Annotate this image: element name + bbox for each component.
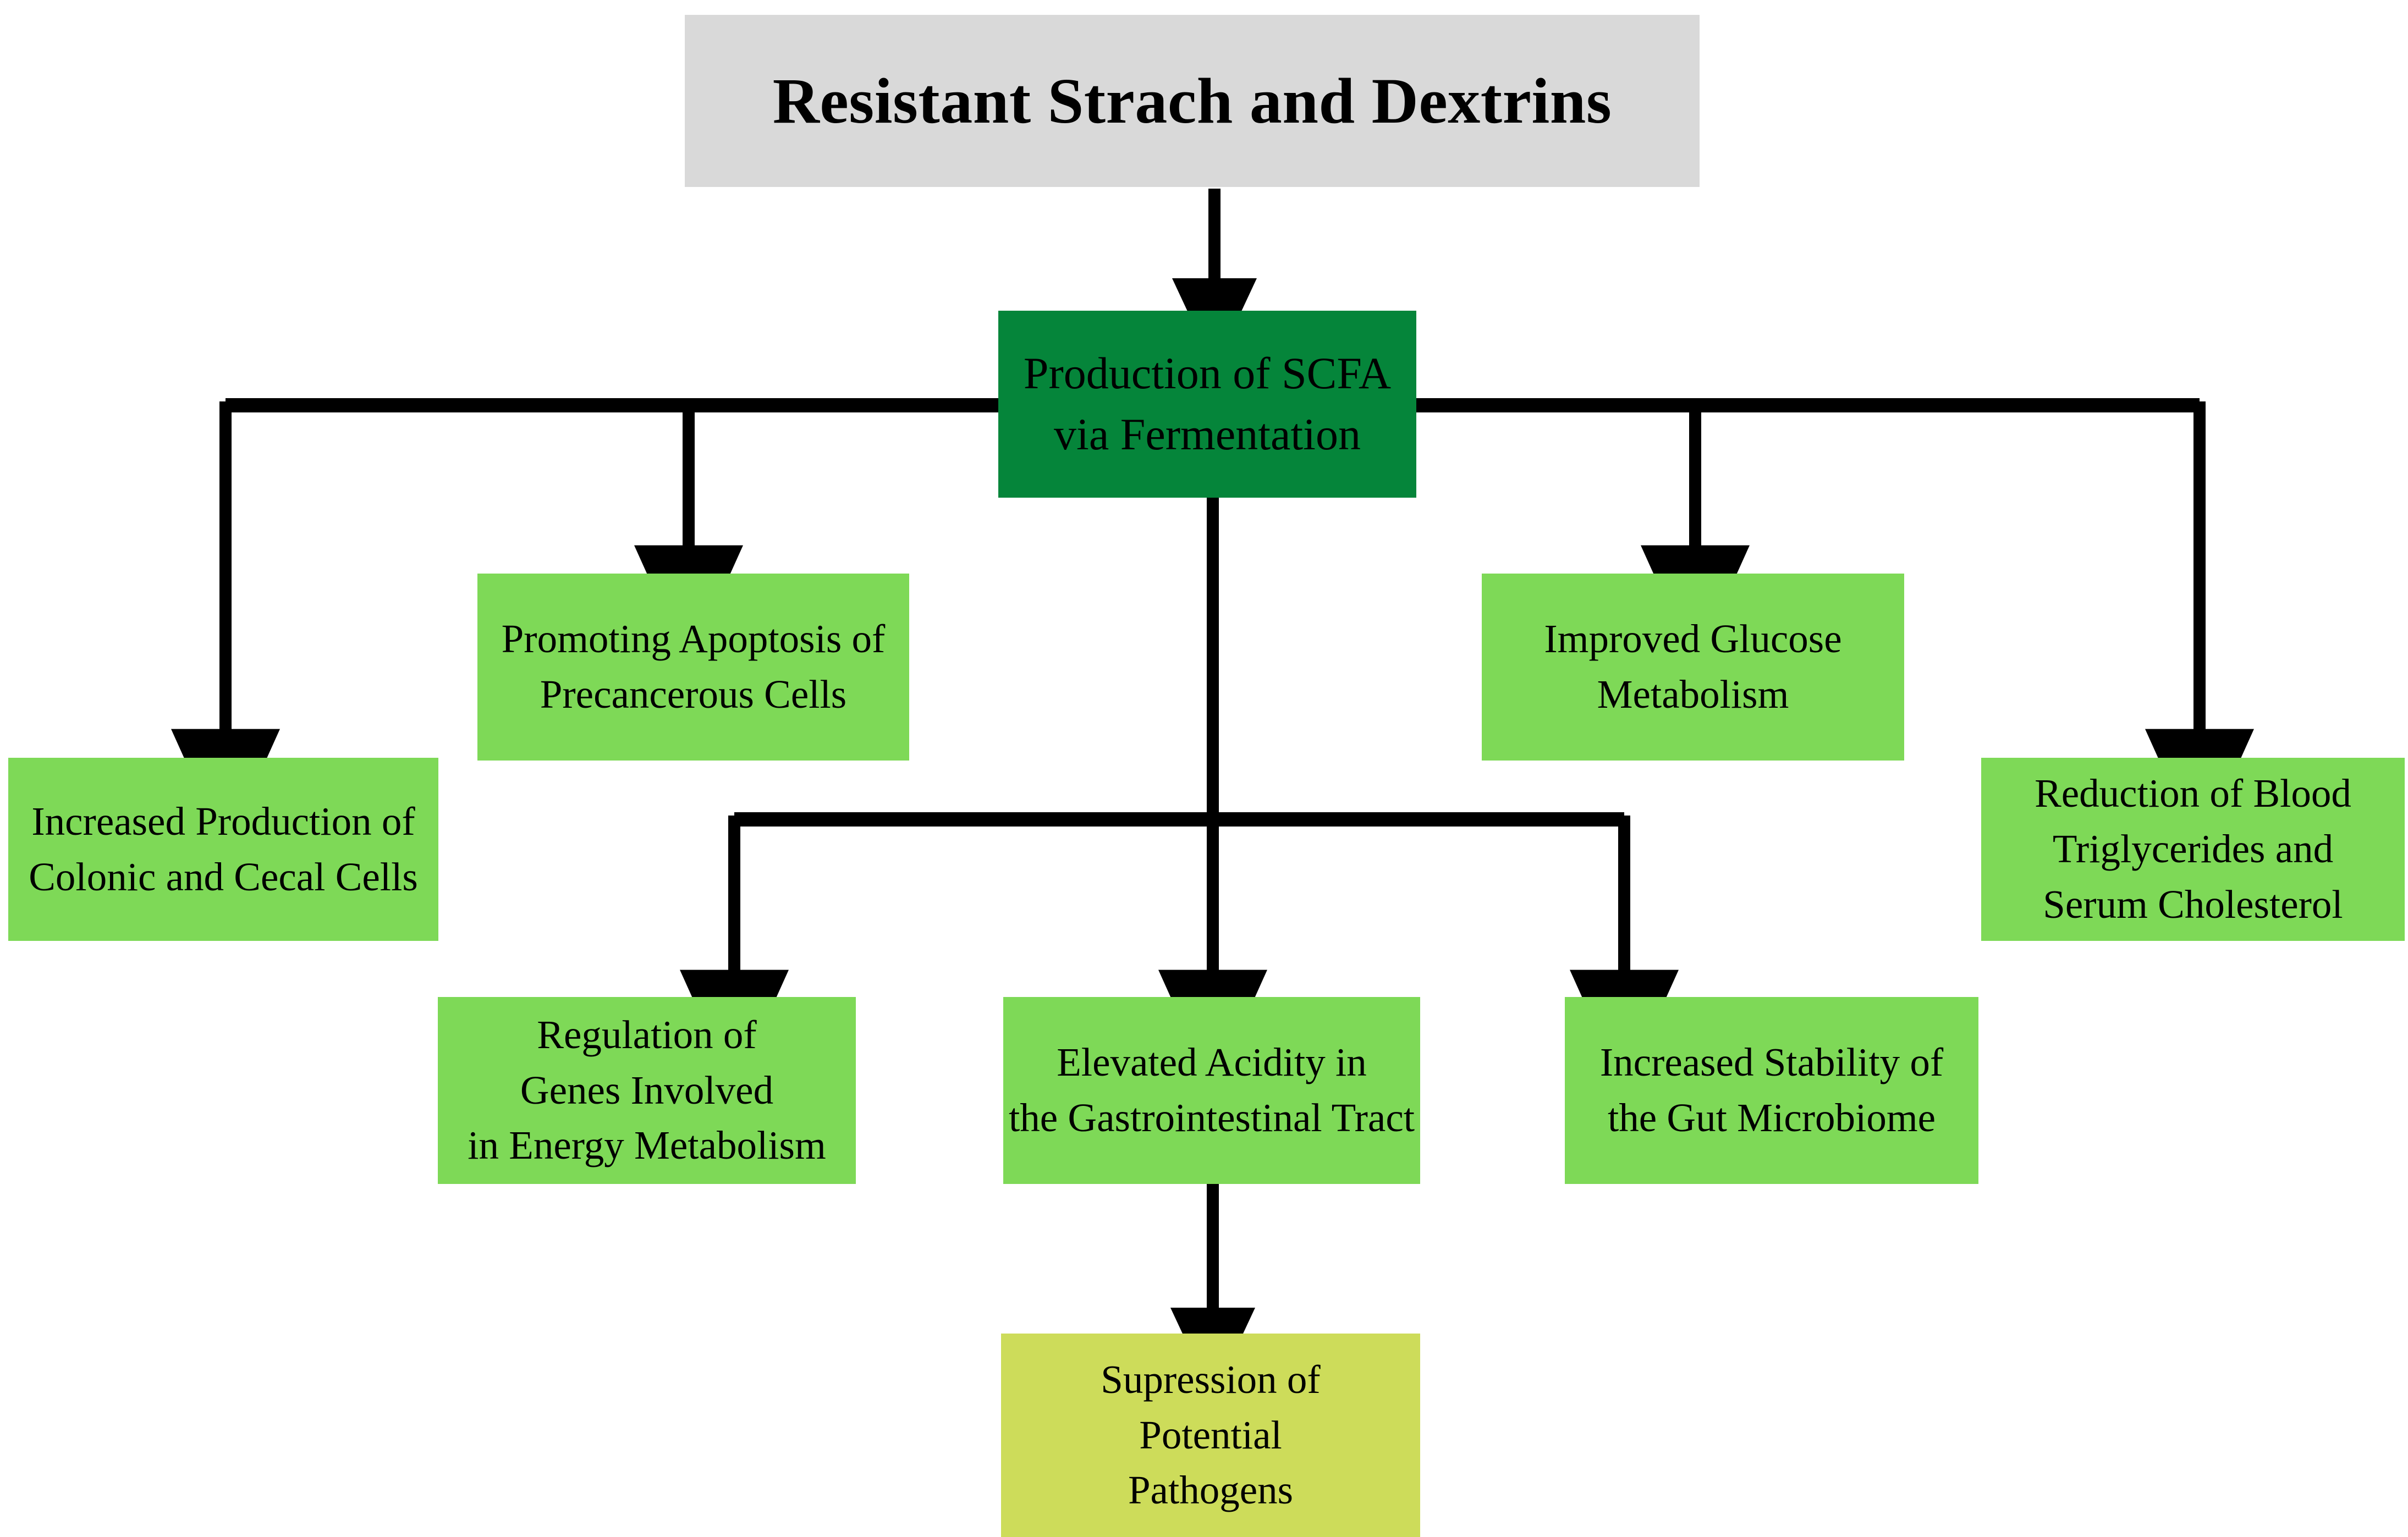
node-scfa-line-2: via Fermentation	[1054, 409, 1361, 459]
node-acidity-line-2: the Gastrointestinal Tract	[1008, 1095, 1415, 1140]
node-improved-glucose-metabolism[interactable]: Improved Glucose Metabolism	[1482, 574, 1904, 761]
node-microbiome-line-2: the Gut Microbiome	[1607, 1095, 1936, 1140]
node-increased-stability-gut-microbiome[interactable]: Increased Stability of the Gut Microbiom…	[1565, 997, 1978, 1184]
node-pathogens-line-3: Pathogens	[1128, 1468, 1294, 1513]
node-apoptosis-line-2: Precancerous Cells	[540, 672, 847, 717]
node-genes-line-3: in Energy Metabolism	[468, 1123, 826, 1168]
node-increased-production-colonic-cecal[interactable]: Increased Production of Colonic and Ceca…	[8, 758, 438, 941]
node-supression-of-potential-pathogens[interactable]: Supression of Potential Pathogens	[1001, 1334, 1420, 1537]
node-scfa-line-1: Production of SCFA	[1023, 348, 1392, 399]
node-pathogens-line-2: Potential	[1139, 1412, 1282, 1457]
node-colonic-line-2: Colonic and Cecal Cells	[29, 854, 418, 899]
node-elevated-acidity-gi-tract[interactable]: Elevated Acidity in the Gastrointestinal…	[1003, 997, 1420, 1184]
node-production-of-scfa[interactable]: Production of SCFA via Fermentation	[998, 311, 1416, 498]
node-pathogens-line-1: Supression of	[1101, 1357, 1321, 1402]
node-glucose-line-1: Improved Glucose	[1544, 616, 1842, 662]
node-acidity-line-1: Elevated Acidity in	[1057, 1040, 1367, 1085]
node-glucose-line-2: Metabolism	[1597, 672, 1789, 717]
node-title-line-1: Resistant Strach and Dextrins	[772, 64, 1612, 137]
node-genes-line-2: Genes Involved	[520, 1067, 774, 1112]
node-regulation-of-genes-energy-metabolism[interactable]: Regulation of Genes Involved in Energy M…	[438, 997, 856, 1184]
node-genes-line-1: Regulation of	[537, 1012, 757, 1057]
node-promoting-apoptosis[interactable]: Promoting Apoptosis of Precancerous Cell…	[477, 574, 909, 761]
node-reduction-blood-triglycerides-serum-cholesterol[interactable]: Reduction of Blood Triglycerides and Ser…	[1981, 758, 2405, 941]
node-lipids-line-3: Serum Cholesterol	[2043, 882, 2343, 927]
node-resistant-starch-dextrins[interactable]: Resistant Strach and Dextrins	[685, 15, 1700, 187]
node-microbiome-line-1: Increased Stability of	[1599, 1040, 1944, 1085]
node-lipids-line-1: Reduction of Blood	[2035, 771, 2351, 816]
node-apoptosis-line-1: Promoting Apoptosis of	[501, 616, 886, 662]
node-lipids-line-2: Triglycerides and	[2052, 827, 2334, 872]
node-colonic-line-1: Increased Production of	[31, 798, 415, 844]
